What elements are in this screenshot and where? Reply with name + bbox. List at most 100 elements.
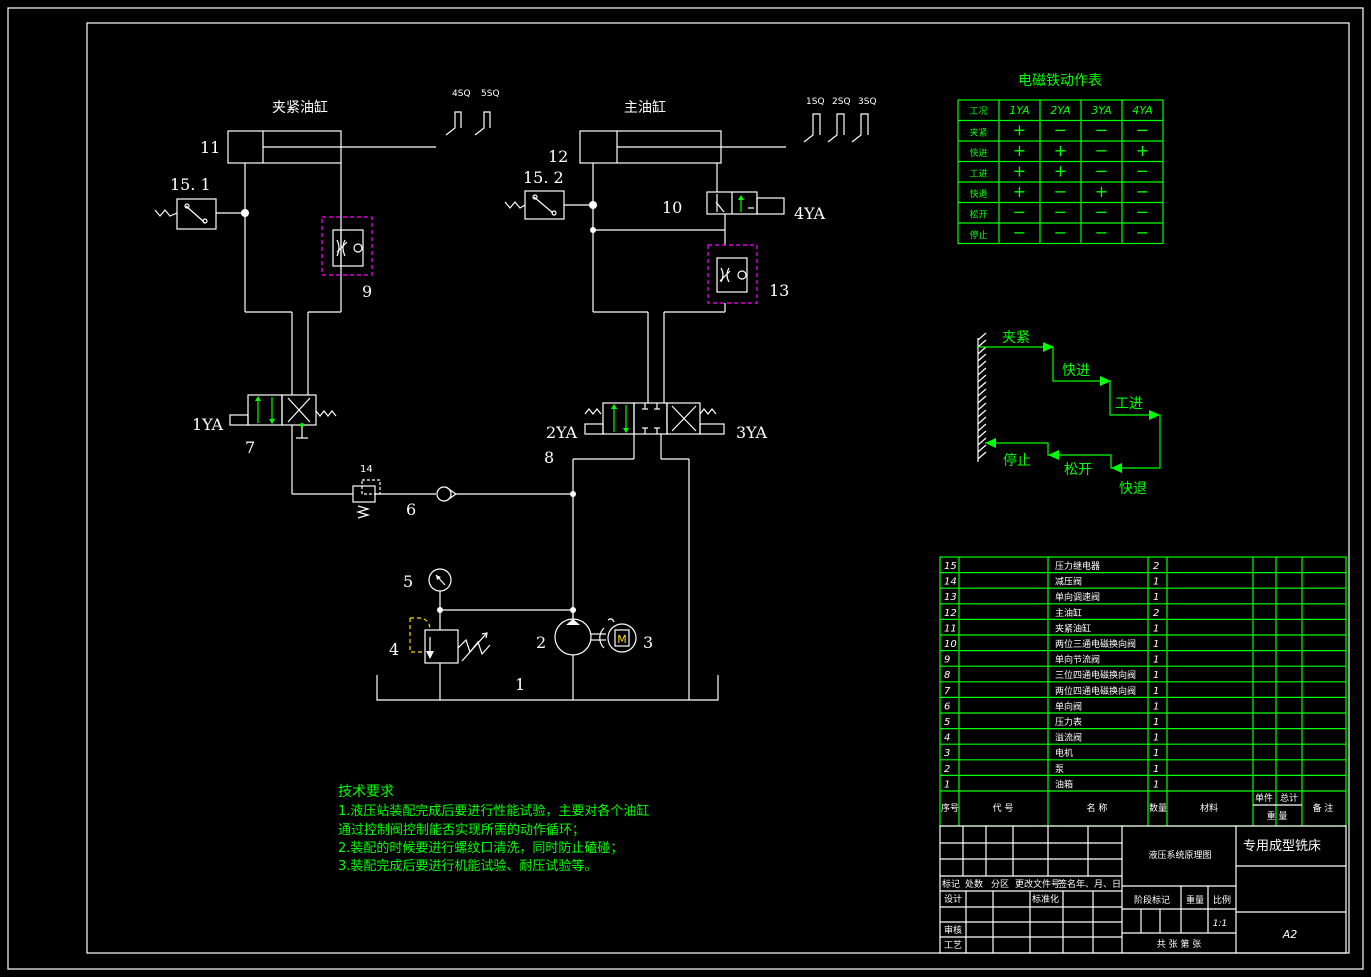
parts-row-index: 4	[944, 733, 950, 744]
parts-row-name: 单向调速阀	[1055, 591, 1100, 603]
parts-header-cell: 材料	[1200, 802, 1218, 814]
label-4: 4	[389, 640, 399, 659]
process-label: 工艺	[944, 940, 962, 951]
parts-row-name: 主油缸	[1055, 607, 1082, 619]
cycle-step-stop: 停止	[1003, 452, 1031, 469]
revision-header-cell: 处数	[965, 878, 983, 890]
parts-header-cell: 数量	[1149, 802, 1167, 814]
cycle-step-release: 松开	[1064, 462, 1092, 478]
design-label: 设计	[944, 893, 962, 905]
limit-switch-4sq-label: 4SQ	[452, 89, 471, 99]
speed-control-valve-13	[707, 244, 758, 304]
parts-row-qty: 1	[1153, 764, 1159, 775]
work-cycle-diagram: 夹紧 快进 工进 快退 松开 停止	[977, 330, 1161, 497]
standardization-label: 标准化	[1032, 893, 1059, 905]
pump-station: 5 4 2 M 3 1	[376, 568, 719, 701]
cycle-step-fast-return: 快退	[1119, 481, 1147, 497]
limit-switch-2sq-label: 2SQ	[832, 97, 851, 107]
label-7: 7	[245, 438, 255, 457]
revision-header-cell: 标记	[942, 878, 960, 890]
solenoid-table-cell: +	[1136, 141, 1149, 160]
cycle-step-fast-forward: 快进	[1062, 363, 1090, 379]
solenoid-table-cell: −	[1136, 182, 1149, 201]
sheet-count: 共 张 第 张	[1157, 938, 1202, 950]
main-cylinder-label: 主油缸	[624, 99, 666, 116]
parts-header-cell: 名 称	[1087, 802, 1108, 814]
parts-row-name: 三位四通电磁换向阀	[1055, 669, 1136, 681]
scale-label: 比例	[1213, 894, 1231, 906]
label-13: 13	[769, 281, 789, 300]
pressure-switch-15-1	[176, 198, 217, 230]
solenoid-table-cell: +	[1054, 162, 1067, 181]
throttle-check-valve-9	[321, 216, 373, 276]
solenoid-table-cell: +	[1054, 141, 1067, 160]
parts-row-index: 1	[944, 779, 950, 790]
parts-row-qty: 2	[1153, 608, 1159, 619]
parts-header-cell: 总计	[1280, 792, 1298, 804]
parts-row-index: 13	[944, 592, 957, 603]
solenoid-header-cell: 4YA	[1132, 104, 1152, 117]
parts-row-index: 10	[944, 639, 957, 650]
parts-row-name: 减压阀	[1055, 576, 1082, 588]
parts-row-name: 两位四通电磁换向阀	[1055, 685, 1136, 697]
limit-switch-4sq-icon	[445, 111, 462, 136]
oil-tank-1	[376, 675, 719, 701]
revision-header-cell: 更改文件号	[1015, 878, 1060, 890]
label-12: 12	[548, 147, 568, 166]
label-1ya: 1YA	[192, 415, 224, 434]
tech-req-line-1: 1.液压站装配完成后要进行性能试验，主要对各个油缸	[338, 803, 649, 819]
check-valve-6	[436, 486, 452, 502]
label-1: 1	[515, 675, 525, 694]
limit-switch-3sq-icon	[851, 113, 869, 143]
weight-label: 重量	[1186, 894, 1204, 906]
parts-row-index: 5	[944, 717, 950, 728]
solenoid-table-cell: −	[1136, 223, 1149, 242]
review-label: 审核	[944, 924, 962, 936]
solenoid-table-cell: −	[1013, 223, 1026, 242]
solenoid-table-cell: 夹紧	[969, 127, 987, 139]
solenoid-header-cell: 1YA	[1009, 104, 1029, 117]
label-10: 10	[662, 198, 682, 217]
revision-header-cell: 签名	[1058, 878, 1076, 890]
solenoid-table-cell: −	[1054, 182, 1067, 201]
tech-req-line-3: 2.装配的时候要进行螺纹口清洗，同时防止磕碰；	[338, 840, 623, 856]
label-3ya: 3YA	[736, 423, 768, 442]
limit-switch-5sq-label: 5SQ	[481, 89, 500, 99]
solenoid-table-cell: −	[1095, 203, 1108, 222]
pressure-switch-15-2	[524, 190, 565, 220]
label-4ya: 4YA	[794, 204, 826, 223]
parts-row-qty: 1	[1153, 670, 1159, 681]
main-cylinder-circuit: 主油缸 12 1SQ 2SQ 3SQ 15. 2 10 4YA	[504, 97, 877, 700]
directional-valve-7	[247, 394, 283, 426]
parts-row-qty: 1	[1153, 592, 1159, 603]
solenoid-table-cell: 快退	[969, 188, 987, 200]
parts-row-name: 两位三通电磁换向阀	[1055, 638, 1136, 650]
outer-border	[7, 7, 1364, 970]
parts-row-qty: 1	[1153, 779, 1159, 790]
parts-row-name: 泵	[1055, 764, 1064, 775]
parts-row-qty: 1	[1153, 655, 1159, 666]
solenoid-table-cell: 工进	[969, 169, 987, 180]
solenoid-header-cell: 工况	[969, 106, 987, 117]
solenoid-table-cell: −	[1095, 223, 1108, 242]
parts-row-index: 12	[944, 608, 957, 619]
solenoid-table-cell: −	[1095, 121, 1108, 140]
stage-mark-label: 阶段标记	[1134, 894, 1170, 906]
solenoid-table-cell: −	[1013, 203, 1026, 222]
parts-row-index: 7	[944, 686, 951, 697]
tech-req-title: 技术要求	[338, 784, 394, 800]
parts-row-index: 6	[944, 701, 950, 712]
machine-name: 专用成型铣床	[1243, 839, 1321, 854]
motor-glyph: M	[617, 633, 627, 646]
parts-row-qty: 1	[1153, 701, 1159, 712]
revision-header-cell: 分区	[991, 879, 1009, 890]
paper-size: A2	[1282, 928, 1298, 941]
tech-req-line-4: 3.装配完成后要进行机能试验、耐压试验等。	[338, 858, 597, 874]
parts-row-name: 单向节流阀	[1055, 654, 1100, 666]
parts-row-name: 溢流阀	[1055, 732, 1082, 744]
cycle-step-clamp: 夹紧	[1002, 330, 1030, 346]
tech-req-line-2: 通过控制阀控制能否实现所需的动作循环；	[338, 822, 585, 838]
